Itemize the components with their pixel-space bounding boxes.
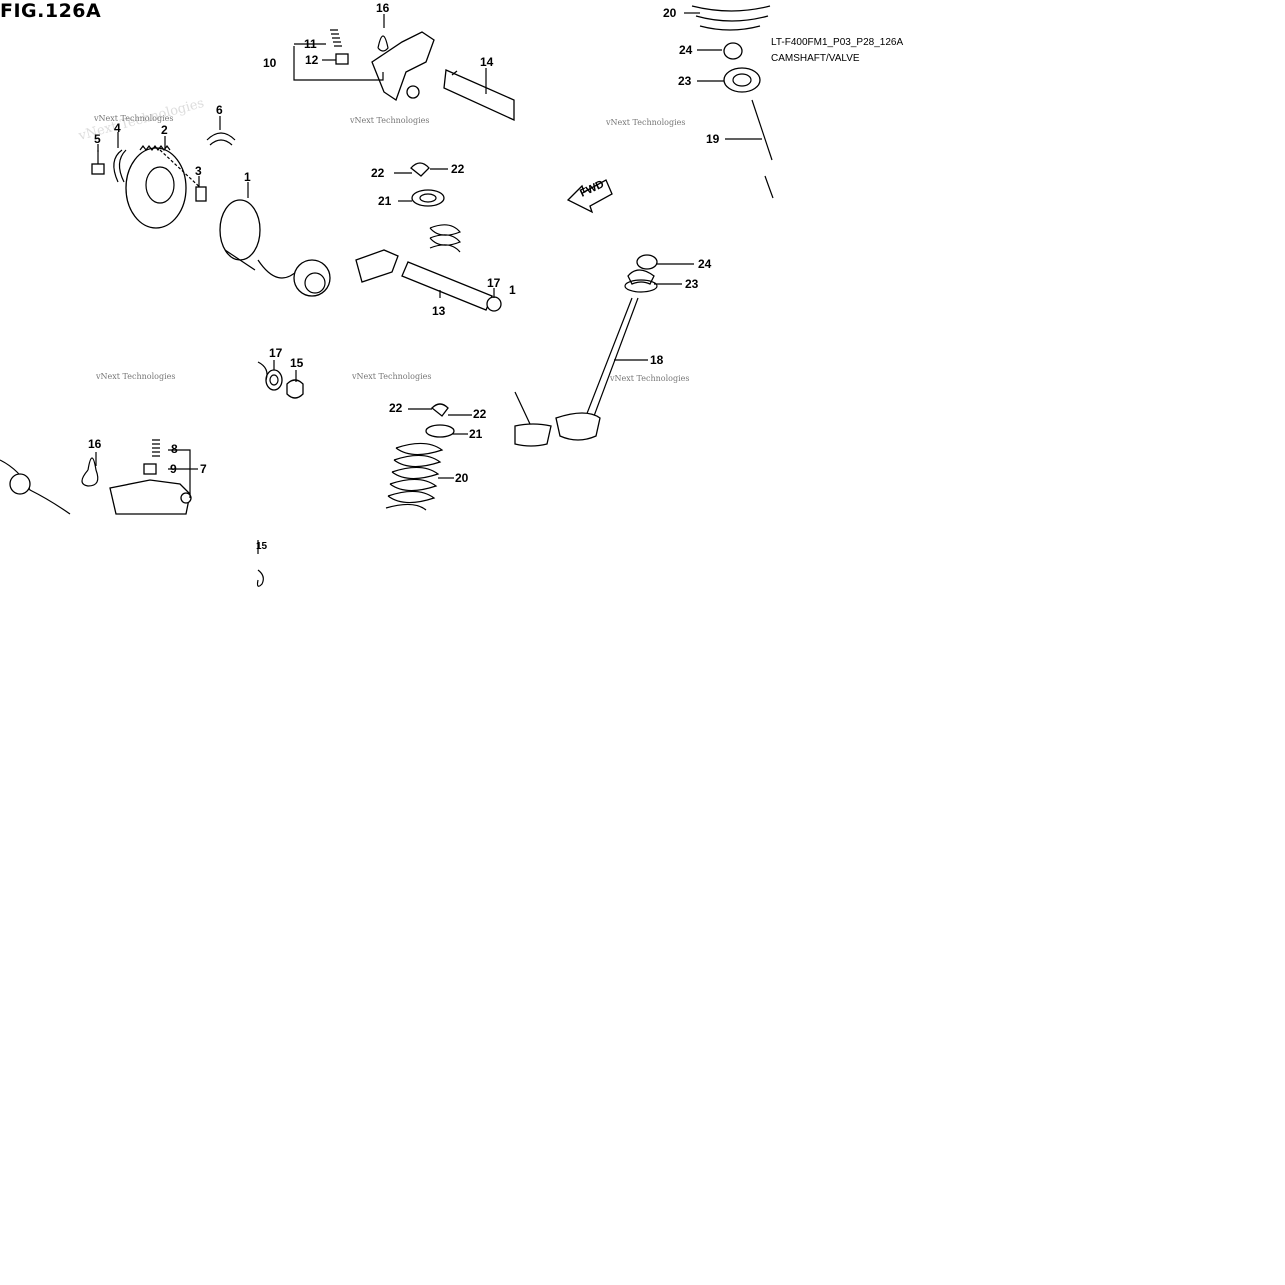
callout-15: 15 bbox=[290, 356, 304, 370]
sprocket-bolt bbox=[91, 150, 105, 175]
partial-circle bbox=[257, 361, 268, 381]
callout-22: 22 bbox=[389, 401, 403, 415]
valve-retainer-upper bbox=[411, 189, 445, 207]
callout-3: 3 bbox=[195, 164, 202, 178]
callout-12: 12 bbox=[305, 53, 319, 67]
oil-seal-lower bbox=[265, 369, 283, 391]
dowel-pin bbox=[195, 186, 207, 202]
callout-23: 23 bbox=[685, 277, 699, 291]
intake-valve-lower bbox=[514, 391, 552, 447]
watermark: vNext Technologies bbox=[351, 372, 431, 381]
leader-lines bbox=[95, 12, 762, 498]
callout-8: 8 bbox=[171, 442, 178, 456]
callout-7: 7 bbox=[200, 462, 207, 476]
exhaust-valve bbox=[555, 297, 639, 441]
rocker-shaft-lower bbox=[401, 261, 502, 312]
callout-22: 22 bbox=[473, 407, 487, 421]
callout-9: 9 bbox=[170, 462, 177, 476]
callout-11: 11 bbox=[304, 37, 317, 51]
camshaft-lower bbox=[0, 459, 71, 515]
callout-2: 2 bbox=[161, 123, 168, 137]
spring-seat-right bbox=[723, 67, 761, 93]
callout-21: 21 bbox=[378, 194, 392, 208]
callout-15: 15 bbox=[256, 541, 268, 552]
valve-retainer-lower bbox=[425, 424, 455, 438]
callout-16: 16 bbox=[376, 1, 390, 15]
shaft-plug-lower bbox=[286, 379, 304, 399]
callout-10: 10 bbox=[263, 56, 277, 70]
o-ring-lower bbox=[81, 457, 99, 487]
camshaft bbox=[219, 199, 331, 297]
valve-cap-right bbox=[723, 42, 743, 60]
adjust-screw bbox=[330, 29, 349, 65]
callout-18: 18 bbox=[650, 353, 664, 367]
callout-24: 24 bbox=[679, 43, 693, 57]
callout-4: 4 bbox=[114, 121, 121, 135]
callout-16: 16 bbox=[88, 437, 102, 451]
valve-spring-top-right bbox=[691, 5, 771, 31]
callout-22: 22 bbox=[451, 162, 465, 176]
spring-seat-lower bbox=[624, 269, 658, 293]
watermark: vNext Technologies bbox=[609, 374, 689, 383]
watermarks: vNext Technologies vNext Technologies vN… bbox=[76, 96, 689, 383]
partial-fragment bbox=[256, 540, 264, 587]
rocker-arm-lower-left bbox=[109, 479, 192, 515]
callout-14: 14 bbox=[480, 55, 494, 69]
lock-washer bbox=[113, 149, 127, 183]
valve-spring-lower bbox=[385, 442, 444, 511]
callouts: 1 1 2 3 4 5 6 7 8 9 10 11 12 13 14 15 15… bbox=[88, 1, 720, 552]
watermark: vNext Technologies bbox=[605, 118, 685, 127]
valve-cotter-lower bbox=[431, 403, 449, 417]
callout-5: 5 bbox=[94, 132, 101, 146]
callout-21: 21 bbox=[469, 427, 483, 441]
valve-cap-lower bbox=[636, 254, 658, 270]
rocker-arm bbox=[371, 31, 435, 102]
callout-20: 20 bbox=[663, 6, 677, 20]
adjust-screw-lower bbox=[143, 439, 160, 475]
callout-20: 20 bbox=[455, 471, 469, 485]
callout-23: 23 bbox=[678, 74, 692, 88]
callout-19: 19 bbox=[706, 132, 720, 146]
figure-code: LT-F400FM1_P03_P28_126A bbox=[771, 37, 904, 48]
callout-24: 24 bbox=[698, 257, 712, 271]
clip-ring bbox=[206, 132, 236, 146]
callout-13: 13 bbox=[432, 304, 446, 318]
watermark: vNext Technologies bbox=[349, 116, 429, 125]
callout-22: 22 bbox=[371, 166, 385, 180]
callout-1: 1 bbox=[244, 170, 251, 184]
callout-17: 17 bbox=[269, 346, 283, 360]
callout-1: 1 bbox=[509, 283, 516, 297]
rocker-arm-lower bbox=[355, 249, 399, 283]
valve-spring-upper bbox=[429, 224, 461, 253]
o-ring-top bbox=[377, 35, 389, 52]
fwd-arrow: FWD bbox=[566, 178, 613, 214]
valve-cotter-upper bbox=[410, 162, 430, 177]
cam-sprocket bbox=[125, 145, 206, 229]
figure-title: FIG.126A bbox=[0, 0, 102, 22]
rocker-shaft-upper bbox=[443, 69, 515, 122]
figure-caption: CAMSHAFT/VALVE bbox=[771, 53, 860, 64]
intake-valve-upper bbox=[751, 99, 774, 199]
watermark: vNext Technologies bbox=[93, 114, 173, 123]
watermark: vNext Technologies bbox=[95, 372, 175, 381]
callout-6: 6 bbox=[216, 103, 223, 117]
callout-17: 17 bbox=[487, 276, 501, 290]
